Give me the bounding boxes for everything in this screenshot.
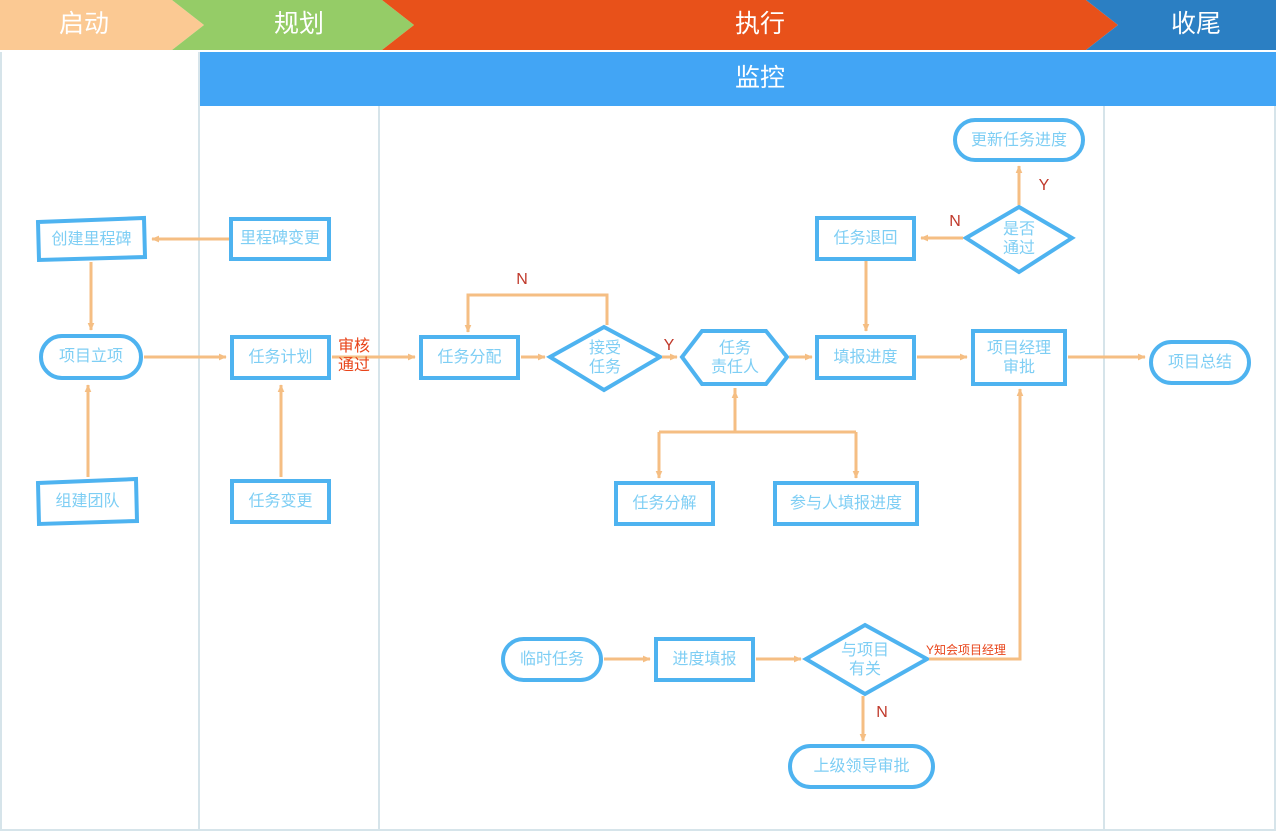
node-task-assign[interactable] [419, 335, 520, 380]
node-task-owner[interactable] [679, 329, 790, 386]
node-related-to-project[interactable] [802, 622, 932, 697]
edge-accept-no-loop [464, 293, 609, 333]
node-task-return[interactable] [815, 216, 916, 261]
node-pm-approval[interactable] [971, 329, 1067, 386]
node-accept-task[interactable] [546, 324, 665, 393]
node-update-task-progress[interactable] [953, 118, 1085, 162]
lane-dividers [0, 52, 1276, 831]
phase-band-close [1086, 0, 1276, 50]
node-task-plan[interactable] [230, 335, 331, 380]
node-progress-report[interactable] [654, 637, 755, 682]
phase-band-execute [382, 0, 1118, 50]
monitor-band [199, 52, 1276, 106]
node-participant-report[interactable] [773, 481, 919, 526]
node-leader-approval[interactable] [788, 744, 935, 789]
phase-band-plan [172, 0, 414, 50]
node-task-change[interactable] [230, 479, 331, 524]
node-temp-task[interactable] [501, 637, 603, 682]
node-task-breakdown[interactable] [614, 481, 715, 526]
node-form-team[interactable] [35, 476, 140, 527]
node-milestone-change[interactable] [229, 217, 331, 261]
node-is-approved[interactable] [962, 204, 1076, 275]
phase-band-initiate [0, 0, 204, 50]
node-project-initiation[interactable] [39, 334, 143, 380]
node-fill-progress[interactable] [815, 335, 916, 380]
edge-related-yes-to-pm [929, 388, 1024, 661]
edge-owner-split-trunk [659, 388, 737, 434]
node-create-milestone[interactable] [35, 215, 148, 263]
node-project-summary[interactable] [1149, 340, 1251, 385]
